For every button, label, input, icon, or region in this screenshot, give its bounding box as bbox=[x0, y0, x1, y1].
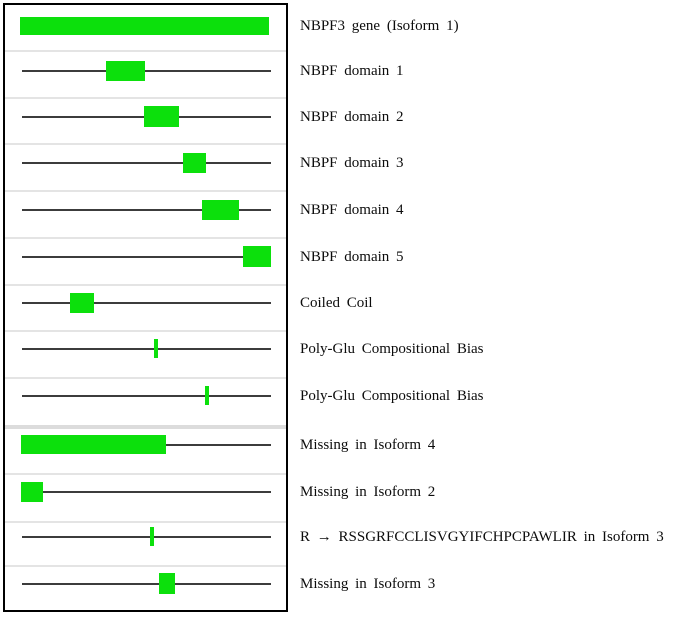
coiled-coil-box bbox=[70, 293, 94, 313]
feature-label: R → RSSGRFCCLISVGYIFCHPCPAWLIR in Isofor… bbox=[300, 529, 664, 545]
track-line bbox=[22, 491, 271, 493]
site-tick bbox=[150, 527, 154, 546]
row-separator bbox=[5, 377, 286, 379]
track-line bbox=[22, 256, 271, 258]
feature-label: Coiled Coil bbox=[300, 295, 373, 311]
track-line bbox=[22, 583, 271, 585]
domain-box bbox=[202, 200, 239, 220]
feature-label: NBPF domain 4 bbox=[300, 202, 404, 218]
feature-label: NBPF3 gene (Isoform 1) bbox=[300, 18, 459, 34]
feature-label: Poly-Glu Compositional Bias bbox=[300, 388, 484, 404]
track-line bbox=[22, 302, 271, 304]
feature-label: NBPF domain 3 bbox=[300, 155, 404, 171]
row-separator bbox=[5, 330, 286, 332]
section-divider bbox=[5, 425, 286, 429]
feature-label: Missing in Isoform 3 bbox=[300, 576, 436, 592]
track-line bbox=[22, 70, 271, 72]
site-tick bbox=[205, 386, 209, 405]
row-separator bbox=[5, 190, 286, 192]
feature-label: NBPF domain 5 bbox=[300, 249, 404, 265]
feature-label: Poly-Glu Compositional Bias bbox=[300, 341, 484, 357]
region-box bbox=[159, 573, 175, 594]
feature-label: Missing in Isoform 2 bbox=[300, 484, 436, 500]
row-separator bbox=[5, 97, 286, 99]
domain-box bbox=[106, 61, 145, 81]
region-box bbox=[21, 482, 43, 502]
feature-track-panel bbox=[3, 3, 288, 612]
feature-label: NBPF domain 2 bbox=[300, 109, 404, 125]
track-line bbox=[22, 162, 271, 164]
track-line bbox=[22, 536, 271, 538]
row-separator bbox=[5, 521, 286, 523]
track-line bbox=[22, 395, 271, 397]
domain-box bbox=[243, 246, 271, 267]
row-separator bbox=[5, 50, 286, 52]
gene-bar bbox=[20, 17, 269, 35]
row-separator bbox=[5, 565, 286, 567]
region-bar bbox=[21, 435, 166, 454]
site-tick bbox=[154, 339, 158, 358]
track-line bbox=[22, 348, 271, 350]
row-separator bbox=[5, 143, 286, 145]
feature-label: Missing in Isoform 4 bbox=[300, 437, 436, 453]
row-separator bbox=[5, 284, 286, 286]
feature-label: NBPF domain 1 bbox=[300, 63, 404, 79]
row-separator bbox=[5, 473, 286, 475]
track-line bbox=[22, 209, 271, 211]
domain-box bbox=[183, 153, 206, 173]
domain-box bbox=[144, 106, 179, 127]
row-separator bbox=[5, 237, 286, 239]
